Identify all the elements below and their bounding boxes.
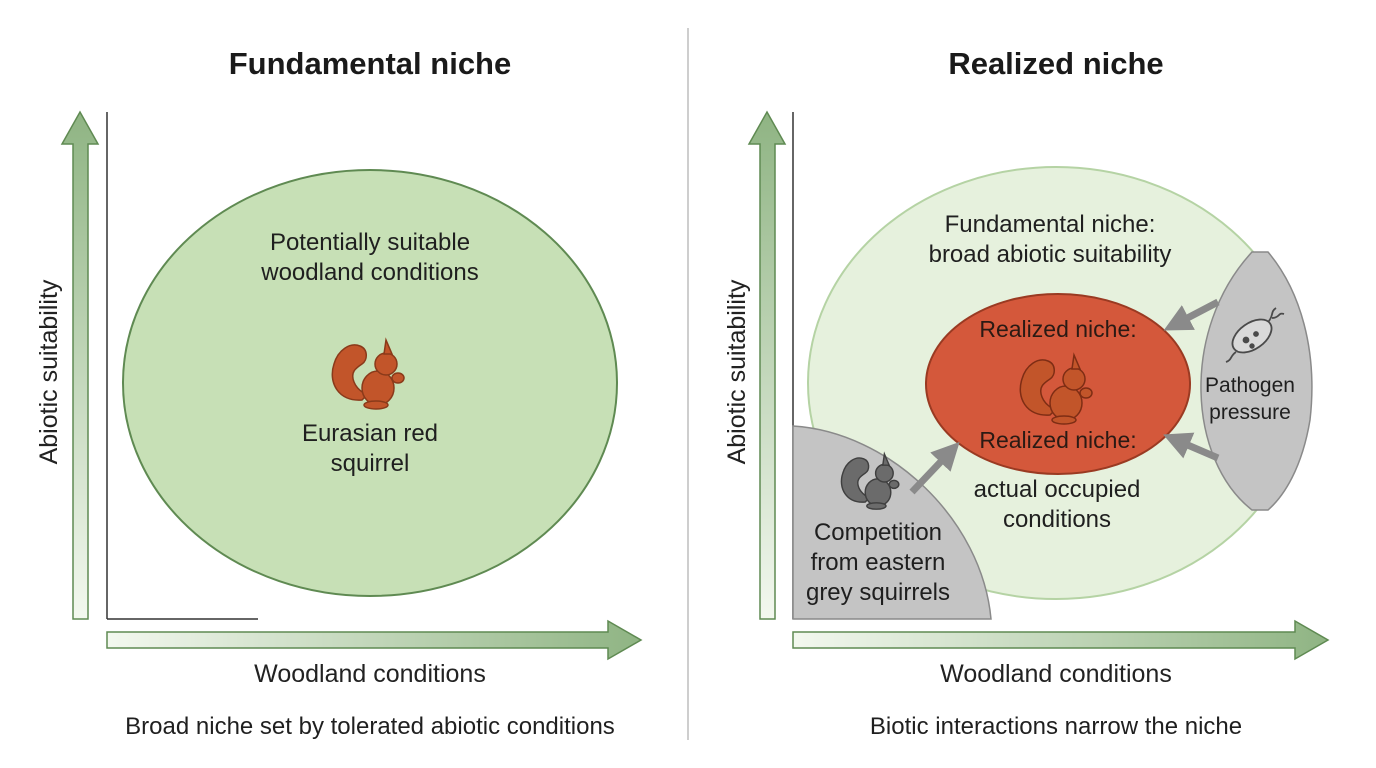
left-x-axis-label: Woodland conditions [254,660,486,688]
pathogen-label-line1: Pathogen [1205,374,1295,397]
left-y-axis-label: Abiotic suitability [35,279,63,464]
pathogen-wedge [1200,251,1313,511]
occupied-label-line1: actual occupied [974,476,1141,503]
left-panel-title: Fundamental niche [229,46,511,81]
niche-label-line2: woodland conditions [260,259,479,286]
right-x-axis-label: Woodland conditions [940,660,1172,688]
realized-niche-ellipse [925,293,1191,475]
niche-label-line1: Potentially suitable [270,229,470,256]
species-label-line1: Eurasian red [302,420,438,447]
fundamental-label-line2: broad abiotic suitability [929,241,1172,268]
realized-label-bottom: Realized niche: [979,427,1136,453]
left-panel: Fundamental niche Abiotic suitability Wo… [35,46,643,740]
left-x-axis-arrow [106,619,643,661]
competition-label-line3: grey squirrels [806,579,950,606]
right-caption: Biotic interactions narrow the niche [870,713,1242,740]
competition-arrow [909,441,960,495]
left-caption: Broad niche set by tolerated abiotic con… [125,713,615,740]
pathogen-arrow-upper [1163,298,1220,331]
right-y-axis-label: Abiotic suitability [723,279,751,464]
realized-label-top: Realized niche: [979,316,1136,342]
bacterium-icon [1225,307,1285,363]
left-y-axis-arrow [60,110,100,620]
occupied-label-line2: conditions [1003,506,1111,533]
fundamental-label-line1: Fundamental niche: [945,211,1156,238]
right-panel-title: Realized niche [948,46,1163,81]
competition-label-line1: Competition [814,519,942,546]
right-y-axis-arrow [747,110,787,620]
pathogen-arrow-lower [1163,432,1220,462]
right-x-axis-arrow [792,619,1330,661]
pathogen-label-line2: pressure [1209,401,1291,424]
competition-label-line2: from eastern [811,549,946,576]
species-label-line2: squirrel [331,450,410,477]
right-panel: Realized niche Abiotic suitability Woodl… [723,46,1330,740]
